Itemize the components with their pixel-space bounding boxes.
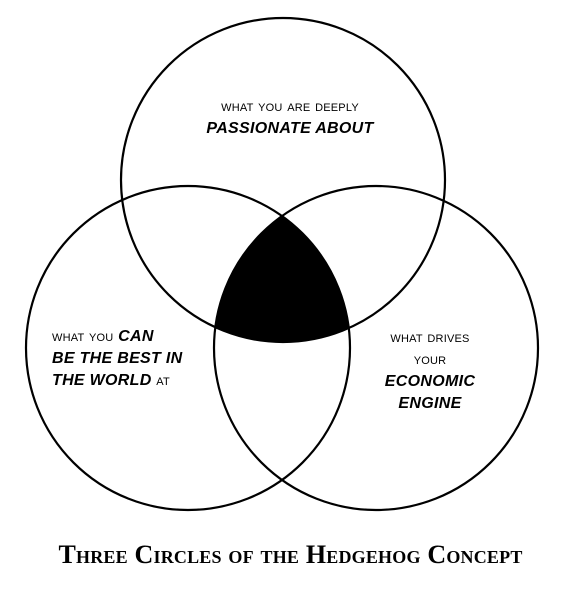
label-passion-emphasis: passionate about [206, 120, 374, 137]
circle-passion [119, 16, 447, 344]
label-right-line2-plain: your [413, 351, 447, 368]
label-economic-engine: What drives your economic engine [345, 327, 515, 415]
label-passion: What you are deeply passionate about [150, 96, 430, 140]
triple-intersection [214, 186, 350, 342]
label-left-line3-emphasis: the world [52, 372, 152, 389]
label-left-line1-plain: What you [52, 328, 114, 345]
venn-diagram [24, 16, 540, 512]
label-right-line4-emphasis: engine [398, 395, 462, 412]
label-right-line1-plain: What drives [390, 329, 470, 346]
label-left-line2-emphasis: be the best in [52, 350, 183, 367]
label-right-line3-emphasis: economic [384, 373, 476, 390]
circle-economic-engine [212, 184, 540, 512]
label-passion-plain: What you are deeply [221, 98, 359, 115]
label-left-line1-emphasis: can [118, 328, 154, 345]
label-left-line3-plain: at [156, 372, 170, 389]
diagram-title: Three Circles of the Hedgehog Concept [58, 540, 523, 569]
label-best-in-world: What you can be the best in the world at [52, 326, 232, 392]
circle-best-in-world [24, 184, 352, 512]
